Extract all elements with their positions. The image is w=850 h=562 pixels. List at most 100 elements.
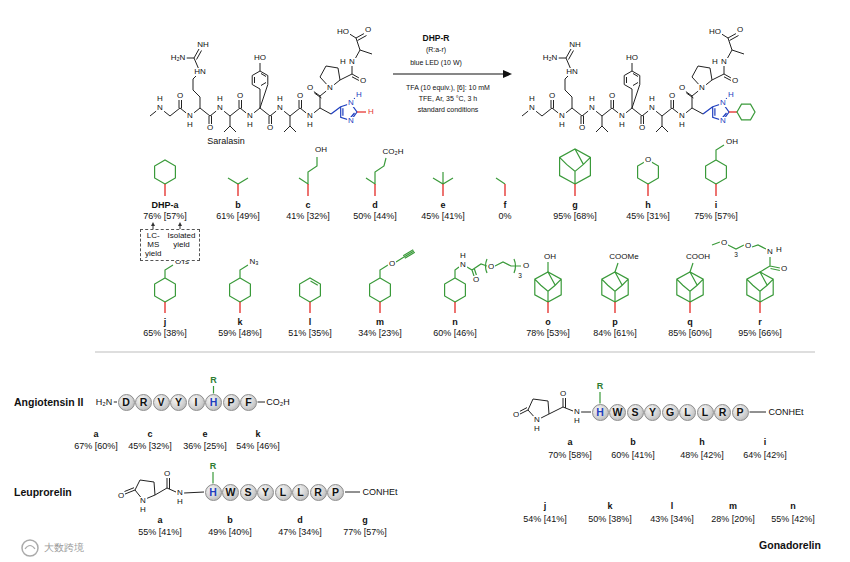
substituent-label: R bbox=[597, 382, 604, 391]
entry-letter: r bbox=[758, 318, 762, 327]
yield-key-box: LC-MS yieldIsolated yield bbox=[140, 229, 200, 261]
cyclohexyl-ring bbox=[737, 104, 755, 120]
carboxyalkyl bbox=[366, 158, 386, 184]
atom-label: O bbox=[359, 77, 367, 85]
atom-label: H bbox=[276, 95, 284, 103]
residue-bead: Y bbox=[644, 404, 661, 421]
yield-value: 47% [34%] bbox=[278, 528, 322, 537]
atom-label: OH bbox=[543, 253, 557, 261]
adamantyl bbox=[677, 272, 703, 302]
yield-value: 95% [66%] bbox=[738, 329, 782, 338]
yield-value: 60% [41%] bbox=[611, 451, 655, 460]
new-cc-bond bbox=[729, 111, 737, 112]
atom-label: N bbox=[139, 497, 147, 505]
atom-label: O bbox=[731, 77, 739, 85]
entry-letter: i bbox=[715, 201, 718, 210]
atom-label: O bbox=[306, 84, 314, 92]
residue-letter: W bbox=[226, 487, 236, 498]
yield-value: 55% [42%] bbox=[771, 515, 815, 524]
atom-label: N bbox=[186, 112, 194, 120]
residue-letter: I bbox=[195, 397, 198, 408]
residue-bead: R bbox=[310, 484, 327, 501]
residue-letter: R bbox=[314, 487, 322, 498]
residue-letter: L bbox=[702, 407, 708, 418]
atom-label: N bbox=[648, 104, 656, 112]
yield-value: 75% [57%] bbox=[694, 212, 738, 221]
entry-letter: e bbox=[440, 201, 445, 210]
residue-letter: H bbox=[210, 397, 218, 408]
residue-letter: S bbox=[244, 487, 251, 498]
atom-label: H bbox=[139, 506, 147, 514]
atom-label: H bbox=[246, 121, 254, 129]
atom-label: O bbox=[736, 26, 744, 34]
yield-value: 36% [25%] bbox=[183, 442, 227, 451]
atom-label: O bbox=[117, 492, 125, 500]
tosylate-cyclohexyl bbox=[155, 265, 176, 302]
atom-label: H bbox=[558, 121, 566, 129]
atom-label: H₂N bbox=[542, 54, 559, 62]
residue-letter: S bbox=[631, 407, 638, 418]
yield-value: 54% [41%] bbox=[523, 515, 567, 524]
yield-value: 0% bbox=[498, 212, 511, 221]
residue-bead: D bbox=[118, 394, 135, 411]
residue-bead: Y bbox=[170, 394, 187, 411]
atom-label: HO bbox=[336, 28, 350, 36]
atom-label: O bbox=[176, 92, 184, 100]
product-structure bbox=[522, 33, 744, 132]
pointer-head bbox=[151, 222, 155, 226]
residue-bead: H bbox=[205, 484, 222, 501]
entry-letter: b bbox=[227, 516, 233, 525]
attachment-bonds bbox=[165, 184, 760, 313]
residue-letter: L bbox=[297, 487, 303, 498]
atom-label: N bbox=[246, 112, 254, 120]
residue-bead: S bbox=[240, 484, 257, 501]
entry-letter: m bbox=[729, 502, 737, 511]
atom-label: O bbox=[608, 92, 616, 100]
atom-label: N bbox=[306, 112, 314, 120]
entry-letter: i bbox=[764, 438, 767, 447]
atom-label: HN bbox=[193, 68, 207, 76]
propargyl-ether bbox=[370, 250, 415, 302]
yield-value: 41% [32%] bbox=[286, 212, 330, 221]
entry-letter: m bbox=[376, 318, 384, 327]
residue-bead: H bbox=[592, 404, 609, 421]
peptide-end-bonds bbox=[111, 398, 766, 500]
yield-value: 77% [57%] bbox=[343, 528, 387, 537]
atom-label: O bbox=[472, 276, 480, 284]
residue-bead: W bbox=[222, 484, 239, 501]
atom-label: N bbox=[573, 408, 581, 416]
atom-label: CO₂H bbox=[382, 148, 405, 156]
yield-value: 67% [60%] bbox=[74, 442, 118, 451]
residue-letter: H bbox=[209, 487, 217, 498]
entry-letter: g bbox=[572, 201, 578, 210]
residue-bead: P bbox=[223, 394, 240, 411]
atom-label: N bbox=[588, 104, 596, 112]
yield-value: 84% [61%] bbox=[593, 329, 637, 338]
yield-value: 49% [40%] bbox=[208, 528, 252, 537]
atom-label: H bbox=[355, 91, 363, 99]
yield-value: 70% [58%] bbox=[548, 451, 592, 460]
residue-letter: Y bbox=[175, 397, 182, 408]
entry-letter: h bbox=[645, 201, 651, 210]
residue-letter: P bbox=[227, 397, 234, 408]
entry-letter: p bbox=[612, 318, 618, 327]
residue-letter: R bbox=[719, 407, 727, 418]
atom-label: N bbox=[347, 117, 355, 125]
watermark: 大数跨境 bbox=[44, 543, 84, 553]
compound-name: Saralasin bbox=[207, 137, 245, 146]
residue-bead: I bbox=[188, 394, 205, 411]
atom-label: N bbox=[558, 112, 566, 120]
yield-value: 85% [60%] bbox=[668, 329, 712, 338]
residue-letter: F bbox=[245, 397, 251, 408]
atom-label: O bbox=[487, 263, 495, 271]
atom-label: N bbox=[276, 104, 284, 112]
atom-label: OH bbox=[725, 138, 739, 146]
atom-label: O bbox=[668, 92, 676, 100]
atom-label: OH bbox=[314, 146, 328, 154]
atom-label: H bbox=[528, 95, 536, 103]
yield-value: 64% [42%] bbox=[743, 451, 787, 460]
adamantyl bbox=[535, 272, 561, 302]
atom-label: H bbox=[176, 498, 184, 506]
key-text: LC-MS yield bbox=[145, 232, 161, 258]
atom-label: HN bbox=[565, 68, 579, 76]
